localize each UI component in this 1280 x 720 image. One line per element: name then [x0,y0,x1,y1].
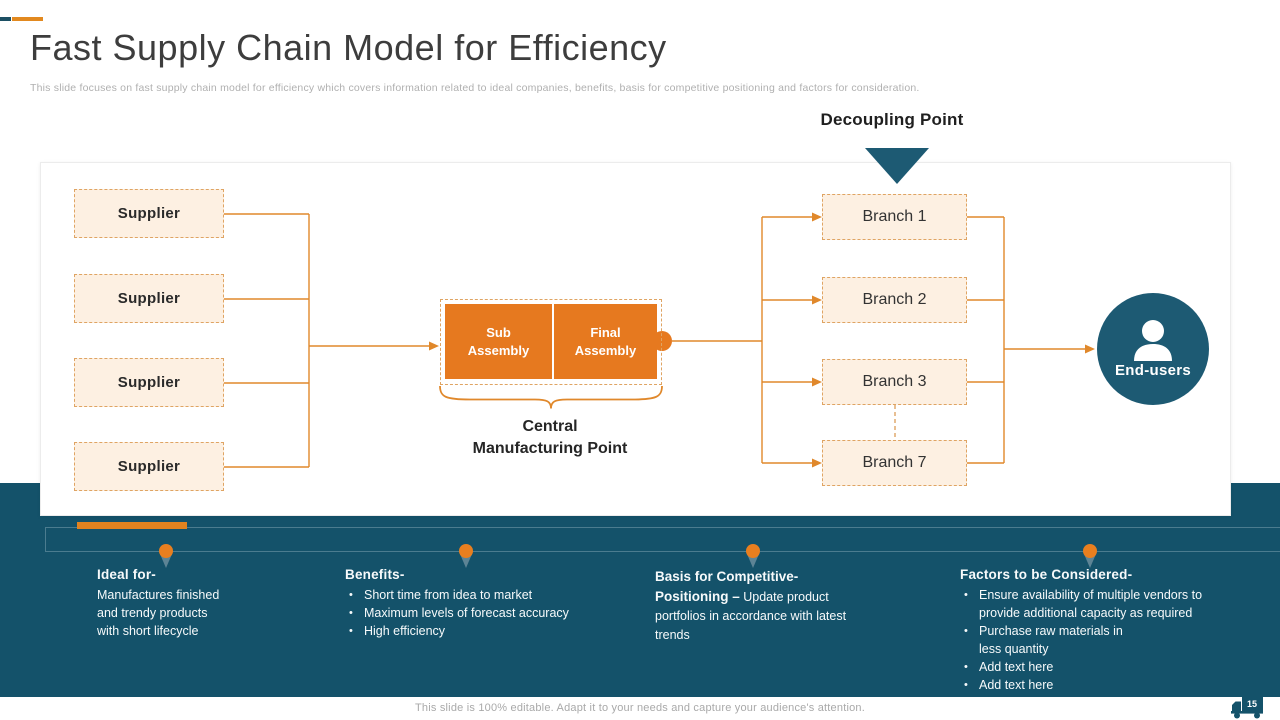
list-item: Add text here [960,658,1245,676]
central-manufacturing-label: Central Manufacturing Point [472,418,628,458]
section-heading: Benefits- [345,567,405,582]
assembly-dashed-frame [440,299,662,385]
accent-bar-orange [12,17,43,21]
supplier-box-3: Supplier [74,358,224,407]
branch-label: Branch 1 [862,208,927,225]
branch-box-2: Branch 2 [822,277,967,323]
timeline-accent-bar [77,522,187,529]
list-item: Ensure availability of multiple vendors … [960,586,1245,622]
branch-box-3: Branch 3 [822,359,967,405]
footer-strip [0,697,1280,720]
list-item: Maximum levels of forecast accuracy [345,604,625,622]
decoupling-point-label: Decoupling Point [820,110,964,129]
supplier-label: Supplier [117,458,181,475]
section-body: Update product portfolios in accordance … [655,590,847,642]
section-benefits: Benefits- Short time from idea to market… [345,567,625,640]
section-body: Manufactures finished and trendy product… [97,588,220,638]
branch-box-1: Branch 1 [822,194,967,240]
list-item: Purchase raw materials in less quantity [960,622,1245,658]
page-title: Fast Supply Chain Model for Efficiency [30,27,667,68]
section-heading: Ideal for- [97,567,157,582]
branch-label: Branch 3 [862,373,927,390]
accent-bar-teal [0,17,11,21]
person-icon [1134,320,1172,361]
slide-number-badge: 15 [1246,699,1257,709]
supplier-label: Supplier [117,374,181,391]
list-item: High efficiency [345,622,625,640]
section-ideal-for: Ideal for- Manufactures finished and tre… [97,567,297,640]
supplier-box-1: Supplier [74,189,224,238]
factors-list: Ensure availability of multiple vendors … [960,586,1245,694]
supplier-label: Supplier [117,205,181,222]
supplier-label: Supplier [117,290,181,307]
footer-note: This slide is 100% editable. Adapt it to… [415,702,865,714]
branch-box-7: Branch 7 [822,440,967,486]
timeline-outline [45,527,1280,552]
branch-label: Branch 7 [862,454,927,471]
branch-label: Branch 2 [862,291,927,308]
section-competitive-positioning: Basis for Competitive-Positioning – Upda… [655,567,862,645]
section-mixed-text: Basis for Competitive-Positioning – Upda… [655,567,862,645]
list-item: Short time from idea to market [345,586,625,604]
end-users-label: End-users [1114,362,1192,379]
benefits-list: Short time from idea to market Maximum l… [345,586,625,640]
section-heading: Factors to be Considered- [960,567,1133,582]
section-heading: Basis for Competitive-Positioning – [655,569,799,604]
final-assembly-box: Final Assembly [554,304,657,379]
list-item: Add text here [960,676,1245,694]
section-factors: Factors to be Considered- Ensure availab… [960,567,1245,694]
end-users-circle: End-users [1097,293,1209,405]
supplier-box-4: Supplier [74,442,224,491]
truck-icon [1231,697,1263,719]
supplier-box-2: Supplier [74,274,224,323]
sub-assembly-box: Sub Assembly [445,304,552,379]
slide-subtitle: This slide focuses on fast supply chain … [30,82,920,94]
